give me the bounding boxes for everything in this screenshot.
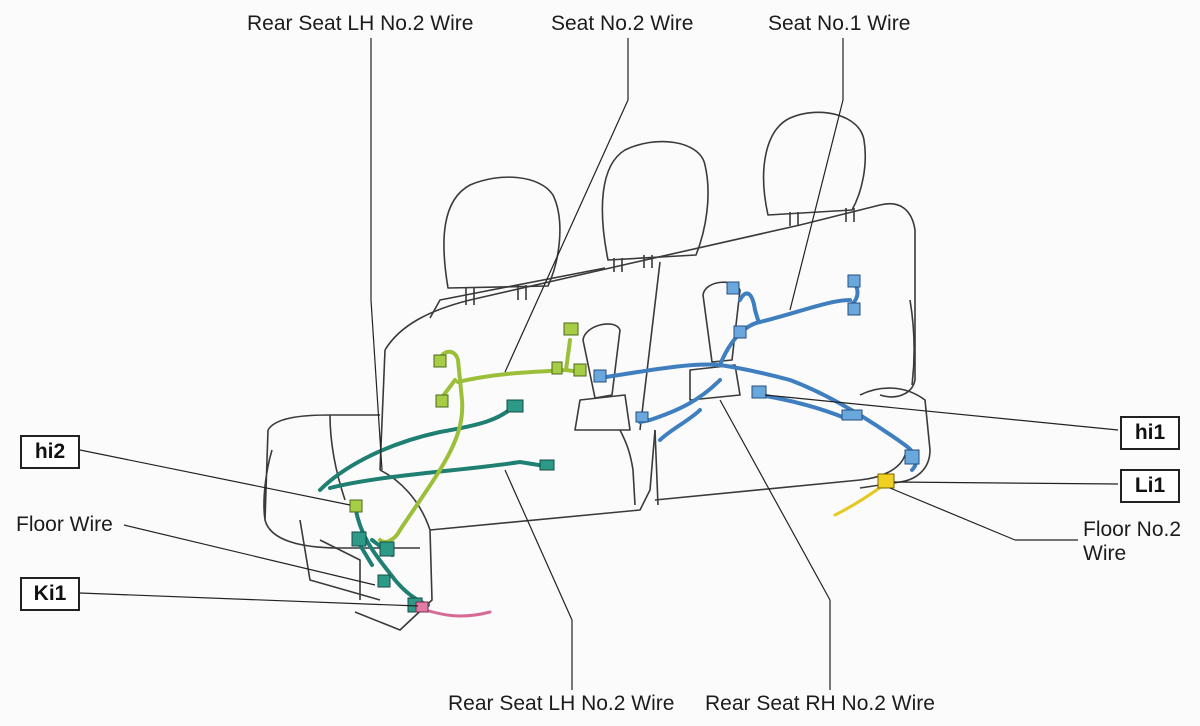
connector-code-li1: Li1: [1120, 469, 1180, 503]
headrest-left: [443, 176, 561, 289]
connectors-blue: [593, 274, 920, 465]
wire-floor-no2: [833, 482, 887, 517]
belt-latch-left: [582, 323, 621, 399]
label-rear-seat-lh-no2-wire-bottom: Rear Seat LH No.2 Wire: [448, 692, 675, 715]
label-rear-seat-lh-no2-wire-top: Rear Seat LH No.2 Wire: [247, 12, 474, 35]
headrest-right: [762, 111, 867, 216]
wire-seat-no1: [598, 278, 918, 472]
connectors-green: [349, 322, 587, 513]
label-seat-no1-wire: Seat No.1 Wire: [768, 12, 911, 35]
connector-code-ki1: Ki1: [20, 577, 80, 611]
label-rear-seat-rh-no2-wire: Rear Seat RH No.2 Wire: [705, 692, 935, 715]
backrest: [384, 203, 916, 398]
leader-lines: [79, 38, 1119, 690]
label-floor-wire: Floor Wire: [16, 513, 113, 536]
connector-yellow: [877, 473, 895, 489]
connector-code-hi1: hi1: [1120, 416, 1180, 450]
headrest-middle: [601, 140, 709, 261]
label-seat-no2-wire: Seat No.2 Wire: [551, 12, 694, 35]
label-floor-no2-line2: Wire: [1083, 542, 1127, 565]
connector-pink: [415, 601, 429, 613]
label-floor-no2-line1: Floor No.2: [1083, 518, 1182, 541]
connector-code-hi2: hi2: [20, 435, 80, 469]
